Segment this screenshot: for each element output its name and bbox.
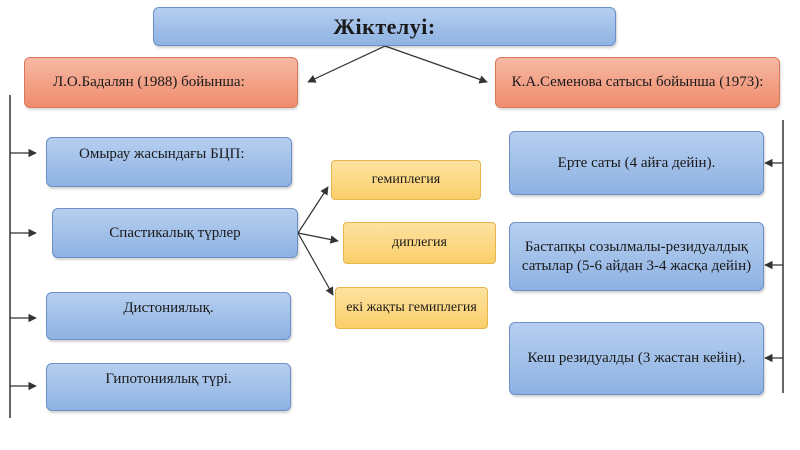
arrow-spastic-to-double-hemiplegia	[297, 232, 334, 296]
right-item-initial-residual-stage: Бастапқы созылмалы-резидуалдық сатылар (…	[509, 222, 764, 291]
right-column-header: К.А.Семенова сатысы бойынша (1973):	[495, 57, 780, 108]
left-item-hypotonic: Гипотониялық түрі.	[46, 363, 291, 411]
arrow-title-to-left-header	[307, 45, 386, 83]
arrow-spastic-to-hemiplegia	[297, 186, 329, 234]
left-item-infant-cp: Омырау жасындағы БЦП:	[46, 137, 292, 187]
right-item-late-residual-stage: Кеш резидуалды (3 жастан кейін).	[509, 322, 764, 395]
left-item-dystonic: Дистониялық.	[46, 292, 291, 340]
left-item-spastic-types: Спастикалық түрлер	[52, 208, 298, 258]
diagram-title: Жіктелуі:	[153, 7, 616, 46]
arrow-spastic-to-diplegia	[297, 232, 339, 244]
subtype-hemiplegia: гемиплегия	[331, 160, 481, 200]
arrow-title-to-right-header	[384, 45, 488, 84]
subtype-diplegia: диплегия	[343, 222, 496, 264]
right-item-early-stage: Ерте саты (4 айға дейін).	[509, 131, 764, 195]
subtype-double-hemiplegia: екі жақты гемиплегия	[335, 287, 488, 329]
left-column-header: Л.О.Бадалян (1988) бойынша:	[24, 57, 298, 108]
